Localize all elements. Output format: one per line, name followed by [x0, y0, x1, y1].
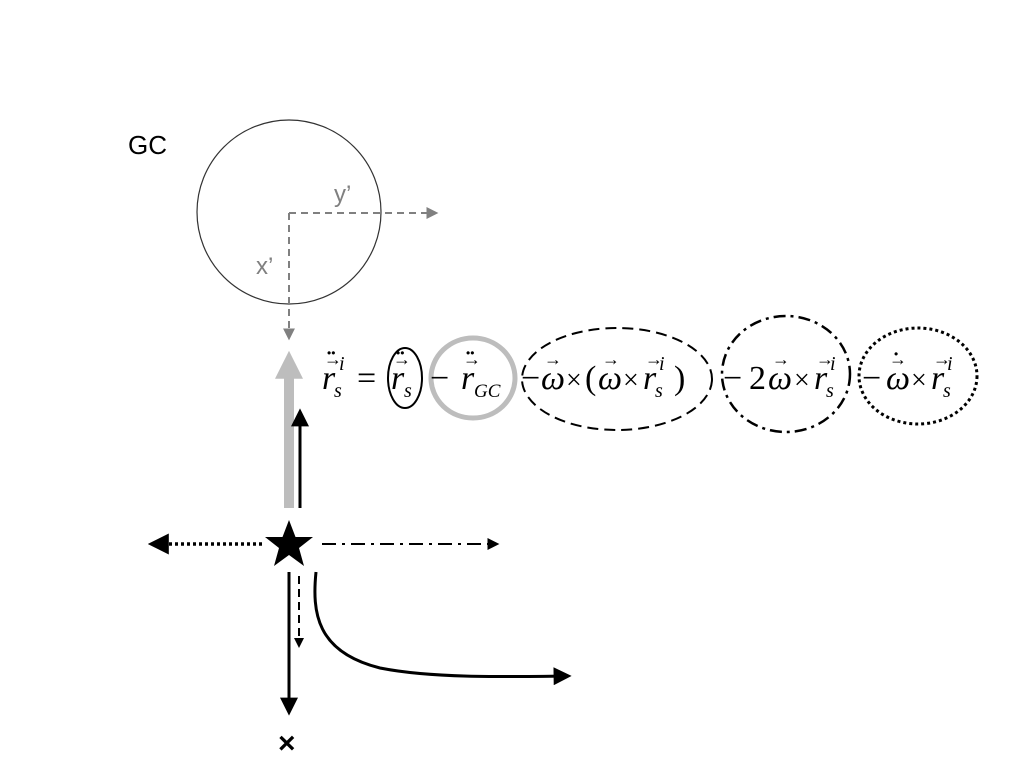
- svg-text:→: →: [889, 349, 907, 369]
- svg-text:): ): [674, 360, 685, 397]
- x-prime-label: x’: [256, 253, 273, 280]
- term-gc-accel: − •• → r GC: [430, 346, 501, 402]
- svg-text:×: ×: [623, 365, 639, 396]
- svg-text:×: ×: [911, 365, 927, 396]
- term-centrifugal-outline: [521, 327, 713, 431]
- y-prime-label: y’: [334, 181, 351, 208]
- svg-text:••: ••: [396, 346, 404, 360]
- svg-text:(: (: [585, 360, 596, 397]
- svg-text:r: r: [322, 360, 336, 397]
- svg-text:→: →: [393, 349, 411, 369]
- svg-text:→: →: [544, 349, 562, 369]
- svg-text:×: ×: [794, 365, 810, 396]
- svg-text:s: s: [826, 380, 834, 402]
- svg-text:••: ••: [466, 346, 474, 360]
- svg-text:•: •: [894, 347, 898, 361]
- svg-text:−: −: [723, 360, 742, 397]
- term-euler: − • → ω × → r i s: [862, 347, 953, 402]
- svg-text:→: →: [816, 349, 834, 369]
- svg-text:×: ×: [566, 365, 582, 396]
- svg-text:−: −: [430, 360, 449, 397]
- svg-text:→: →: [602, 349, 620, 369]
- svg-text:→: →: [324, 349, 342, 369]
- svg-text:s: s: [404, 380, 412, 402]
- svg-text:s: s: [943, 380, 951, 402]
- term-relative-accel: •• → r s: [391, 346, 412, 402]
- svg-text:r: r: [643, 360, 657, 397]
- svg-text:ω: ω: [768, 360, 792, 397]
- svg-text:i: i: [830, 353, 836, 375]
- svg-text:GC: GC: [474, 381, 501, 402]
- star-icon: [265, 520, 313, 566]
- eq-equals: =: [357, 360, 376, 397]
- cross-icon: ×: [278, 727, 296, 760]
- svg-text:ω: ω: [598, 360, 622, 397]
- svg-text:s: s: [334, 380, 342, 402]
- term-relative-accel-outline: [387, 347, 423, 409]
- svg-text:→: →: [463, 349, 481, 369]
- svg-text:→: →: [933, 349, 951, 369]
- svg-text:−: −: [862, 360, 881, 397]
- svg-text:s: s: [655, 380, 663, 402]
- svg-text:r: r: [814, 360, 828, 397]
- trajectory-curve-arrow: [313, 571, 572, 686]
- svg-text:r: r: [461, 360, 475, 397]
- svg-text:ω: ω: [886, 360, 910, 397]
- eq-lhs: •• → r i s: [322, 346, 345, 402]
- svg-text:ω: ω: [541, 360, 565, 397]
- svg-text:−: −: [521, 360, 540, 397]
- svg-text:r: r: [931, 360, 945, 397]
- rotating-frame-axes: y’ x’: [256, 181, 439, 341]
- svg-text:••: ••: [327, 346, 335, 360]
- gc-label: GC: [128, 130, 167, 160]
- acceleration-equation: •• → r i s = •• → r s − •• → r GC − →: [322, 314, 979, 434]
- term-euler-outline: [857, 326, 979, 426]
- term-coriolis: − 2 → ω × → r i s: [723, 349, 836, 402]
- svg-text:r: r: [391, 360, 405, 397]
- svg-text:i: i: [339, 353, 345, 375]
- term-coriolis-outline: [720, 314, 852, 434]
- svg-text:→: →: [645, 349, 663, 369]
- term-centrifugal: − → ω × ( → ω × → r i s ): [521, 349, 685, 402]
- term-gc-accel-outline: [428, 335, 518, 421]
- svg-text:→: →: [772, 349, 790, 369]
- svg-text:i: i: [659, 353, 665, 375]
- svg-text:2: 2: [749, 360, 766, 397]
- svg-text:i: i: [947, 353, 953, 375]
